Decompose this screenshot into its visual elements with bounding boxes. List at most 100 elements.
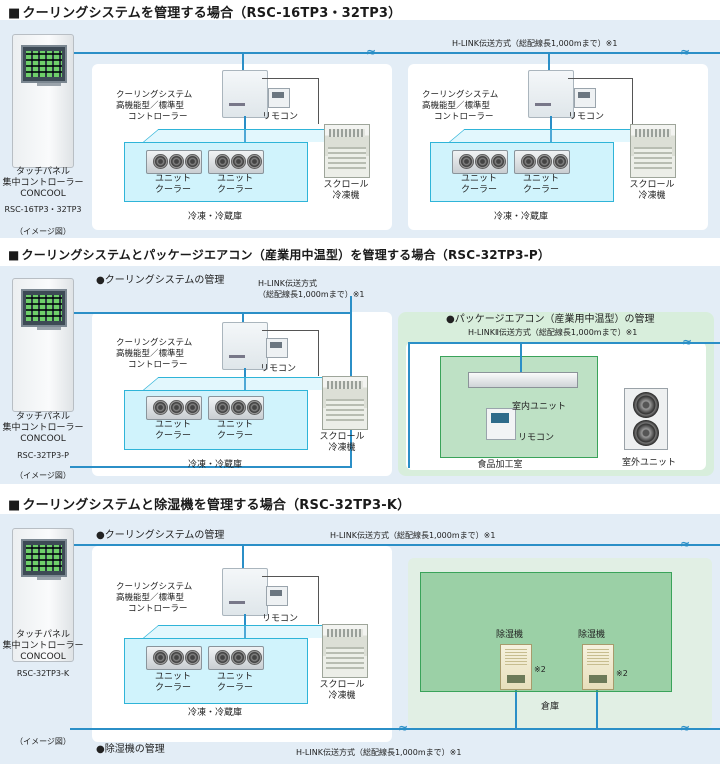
s2-outdoor-label: 室外ユニット — [622, 458, 677, 468]
s1-panel-label-3: CONCOOL — [20, 189, 66, 199]
s2-pac-remote-label: リモコン — [518, 433, 555, 443]
s3-dehum-label-1: 除湿機 — [496, 630, 524, 640]
s3-ctrl-l2: 高機能型／標準型 — [116, 593, 185, 603]
s3-dehum-hlink: H-LINK伝送方式（総配線長1,000mまで）※1 — [296, 748, 462, 757]
s2-model: RSC-32TP3-P — [17, 451, 69, 460]
s1-break-mark-2: ≈ — [680, 45, 691, 59]
s3-remote-label: リモコン — [262, 614, 299, 624]
s2-unit-cooler-1 — [146, 396, 202, 420]
s3-bottom-line — [70, 728, 720, 730]
s1-drop-1 — [242, 52, 244, 70]
s1g2-wire-b — [568, 78, 632, 79]
s2-touch-panel — [12, 278, 74, 412]
s2-cond-l2: 冷凍機 — [328, 443, 356, 453]
s2-hlink-l2: （総配線長1,000mまで）※1 — [258, 290, 365, 299]
s2-image-note: （イメージ図） — [15, 471, 71, 480]
s2-controller — [222, 322, 268, 370]
s3-image-note: （イメージ図） — [15, 737, 71, 746]
s1g2-wire-c — [632, 78, 633, 124]
s3-dehum-label-2: 除湿機 — [578, 630, 606, 640]
s1g2-cond-l2: 冷凍機 — [638, 191, 666, 201]
s3-cond-l1: スクロール — [319, 680, 365, 690]
s2-ctrl-l3: コントローラー — [128, 360, 188, 370]
s3-drop-1 — [242, 544, 244, 568]
s3-unit-cooler-2 — [208, 646, 264, 670]
s2-cooling-mgmt: ●クーリングシステムの管理 — [96, 275, 225, 286]
s1g1-room-label: 冷凍・冷蔵庫 — [187, 212, 242, 222]
s1g1-uc2-l2: クーラー — [216, 185, 253, 195]
s2-panel-label-1: タッチパネル — [15, 412, 70, 422]
s3-unit-cooler-1 — [146, 646, 202, 670]
s3-dehum-note-2: ※2 — [616, 669, 628, 678]
s2-break-mark-1: ≈ — [682, 335, 693, 349]
s1g1-remote — [268, 88, 290, 108]
s3-wire-b — [262, 576, 318, 577]
s2-hlink2-line — [408, 342, 720, 344]
s3-uc2-l1: ユニット — [216, 672, 253, 682]
s1g1-uc1-l2: クーラー — [154, 185, 191, 195]
s3-dehum-area — [408, 558, 712, 728]
s3-uc1-l1: ユニット — [154, 672, 191, 682]
s1g1-condenser — [324, 124, 370, 178]
s2-pac-remote — [486, 408, 516, 440]
s1-drop-2 — [548, 52, 550, 70]
s3-panel-label-3: CONCOOL — [20, 652, 66, 662]
s1g1-unit-cooler-2 — [208, 150, 264, 174]
s1g2-ctrl-l2: 高機能型／標準型 — [422, 101, 491, 111]
s3-cooling-mgmt: ●クーリングシステムの管理 — [96, 530, 225, 541]
s3-uc2-l2: クーラー — [216, 683, 253, 693]
s3-break-mark-1: ≈ — [680, 537, 691, 551]
s2-bottom-line — [70, 466, 352, 468]
s2-pac-drop — [520, 342, 522, 372]
s2-uc2-l2: クーラー — [216, 431, 253, 441]
s1g2-uc1-l1: ユニット — [460, 174, 497, 184]
s1g2-remote — [574, 88, 596, 108]
s1g1-unit-cooler-1 — [146, 150, 202, 174]
s1-model: RSC-16TP3・32TP3 — [4, 205, 82, 214]
s3-touch-panel — [12, 528, 74, 662]
s1g1-remote-label: リモコン — [262, 112, 299, 122]
s2-unit-cooler-2 — [208, 396, 264, 420]
s1g2-unit-cooler-1 — [452, 150, 508, 174]
s3-panel-label-1: タッチパネル — [15, 630, 70, 640]
s1g1-uc2-l1: ユニット — [216, 174, 253, 184]
s1-image-note: （イメージ図） — [15, 227, 71, 236]
s2-hlink2-riser — [408, 342, 410, 468]
s3-dehumidifier-2 — [582, 644, 614, 690]
s2-panel-label-3: CONCOOL — [20, 434, 66, 444]
s2-indoor-unit — [468, 372, 578, 388]
s2-hlink-l1: H-LINK伝送方式 — [258, 279, 317, 288]
section2-title: クーリングシステムとパッケージエアコン（産業用中温型）を管理する場合（RSC-3… — [8, 246, 550, 263]
s1-hlink-line — [70, 52, 720, 54]
s1g2-cond-l1: スクロール — [629, 180, 675, 190]
s1g2-controller — [528, 70, 574, 118]
s2-ctrl-l2: 高機能型／標準型 — [116, 349, 185, 359]
s3-warehouse-box — [420, 572, 672, 692]
s1-panel-label-2: 集中コントローラー — [2, 178, 84, 188]
s3-break-mark-3: ≈ — [680, 721, 691, 735]
s2-room-label: 冷凍・冷蔵庫 — [187, 460, 242, 470]
s1g2-ctrl-l3: コントローラー — [434, 112, 494, 122]
s3-panel-label-2: 集中コントローラー — [2, 641, 84, 651]
s1g1-ctrl-l3: コントローラー — [128, 112, 188, 122]
s3-room-label: 冷凍・冷蔵庫 — [187, 708, 242, 718]
s3-uc1-l2: クーラー — [154, 683, 191, 693]
s2-ctrl-l1: クーリングシステム — [116, 338, 193, 348]
s1g1-ctrl-l2: 高機能型／標準型 — [116, 101, 185, 111]
s1g2-condenser — [630, 124, 676, 178]
s1g1-wire-c — [318, 78, 319, 124]
s1g2-unit-cooler-2 — [514, 150, 570, 174]
s3-dehum-mgmt: ●除湿機の管理 — [96, 744, 165, 755]
s3-dehum-drop-2 — [596, 690, 598, 728]
s1-break-mark-1: ≈ — [366, 45, 377, 59]
s2-remote-label: リモコン — [260, 364, 297, 374]
s3-remote — [266, 586, 288, 606]
s1-hlink-label: H-LINK伝送方式（総配線長1,000mまで）※1 — [452, 39, 618, 48]
section1-title: クーリングシステムを管理する場合（RSC-16TP3・32TP3） — [8, 2, 401, 21]
s3-warehouse-label: 倉庫 — [540, 702, 559, 712]
s1g1-cond-l1: スクロール — [323, 180, 369, 190]
s2-remote — [266, 338, 288, 358]
s3-hlink-line — [70, 544, 720, 546]
s2-hlink-line — [70, 312, 352, 314]
s1g2-uc2-l1: ユニット — [522, 174, 559, 184]
